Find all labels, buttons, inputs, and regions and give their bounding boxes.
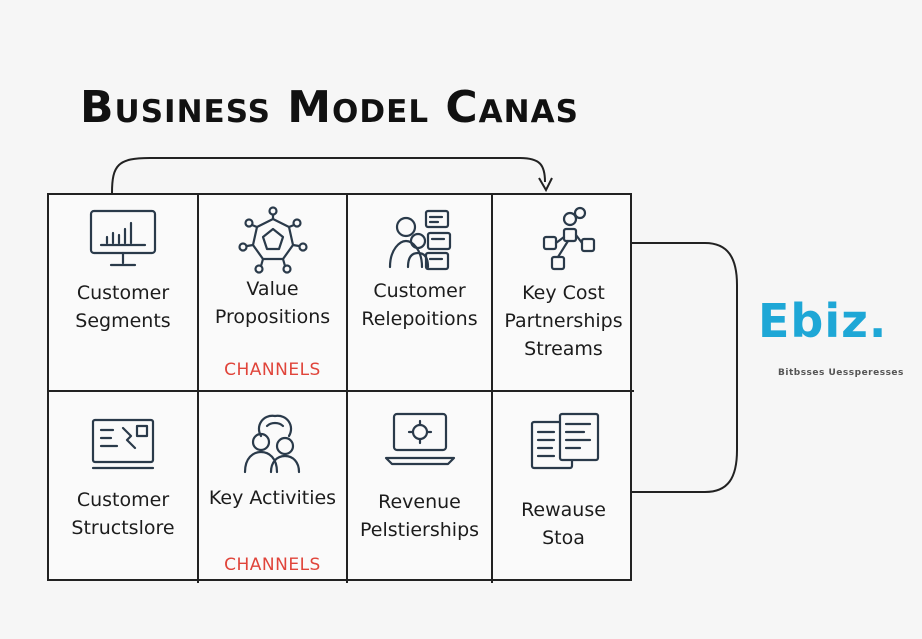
cell-customer-relationships: Customer Relepoitions xyxy=(348,195,493,392)
monitor-chart-icon xyxy=(89,209,157,267)
documents-icon xyxy=(530,412,599,470)
cell-label: Key Activities xyxy=(208,487,337,509)
cell-key-partnerships: Key Cost Partnerships Streams xyxy=(493,195,634,392)
cell-label: Customer Segments xyxy=(75,282,171,332)
top-arrow-connector xyxy=(111,157,546,194)
cell-label: Customer Structslore xyxy=(71,489,175,539)
cell-label: Revenue Pelstierships xyxy=(359,491,480,541)
cell-revenue-streams: Rewause Stoa xyxy=(493,392,634,583)
channels-tag: CHANNELS xyxy=(224,360,321,380)
page-title: Business Model Canas xyxy=(80,82,579,133)
channels-tag: CHANNELS xyxy=(224,555,321,575)
cell-label: Customer Relepoitions xyxy=(361,280,478,330)
cell-customer-segments: Customer Segments xyxy=(49,195,199,392)
cell-value-propositions: Value Propositions CHANNELS xyxy=(199,195,348,392)
side-loop-connector xyxy=(632,242,738,493)
puzzle-nodes-icon xyxy=(542,206,595,271)
cell-revenue-partnerships: Revenue Pelstierships xyxy=(348,392,493,583)
ebiz-logo: Ebiz. xyxy=(758,294,888,348)
logo-subtitle: Bitbsses Uessperesses xyxy=(778,368,904,378)
cell-label: Key Cost Partnerships Streams xyxy=(504,282,623,360)
people-screens-icon xyxy=(388,209,451,271)
cell-label: Rewause Stoa xyxy=(521,499,606,549)
top-arrow-head xyxy=(538,177,553,193)
network-icon xyxy=(237,206,308,274)
cell-customer-structure: Customer Structslore xyxy=(49,392,199,583)
cell-key-activities: Key Activities CHANNELS xyxy=(199,392,348,583)
laptop-gear-icon xyxy=(384,412,455,466)
cell-label: Value Propositions xyxy=(214,278,331,328)
presentation-board-icon xyxy=(91,418,155,470)
brain-people-icon xyxy=(243,414,300,474)
canvas-grid: Customer Segments Value Propositions CHA… xyxy=(47,193,634,583)
